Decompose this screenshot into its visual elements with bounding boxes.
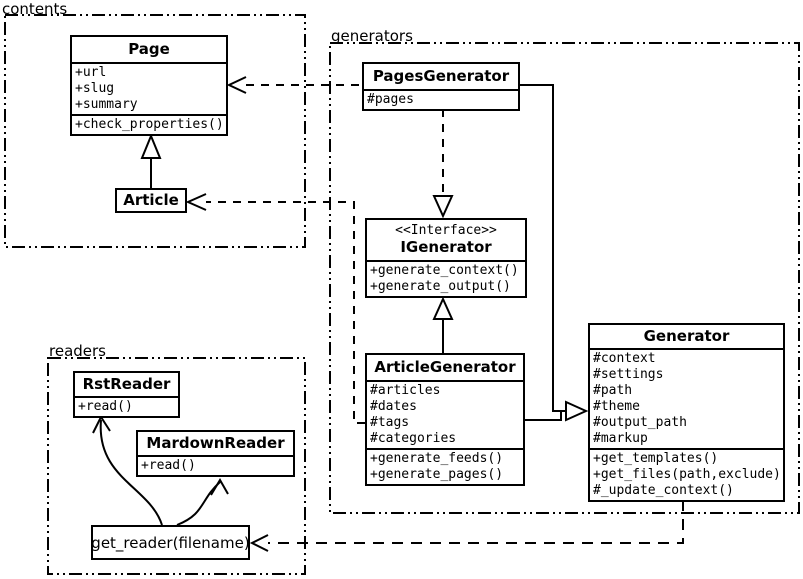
class-igenerator-stereotype: <<Interface>> bbox=[395, 223, 497, 238]
class-rstreader-methods: +read() bbox=[75, 396, 178, 416]
attribute-row: #markup bbox=[593, 431, 648, 446]
class-page-methods: +check_properties() bbox=[72, 114, 226, 134]
class-page-attributes: +url +slug +summary bbox=[72, 62, 226, 114]
function-box-get-reader-label: get_reader(filename) bbox=[91, 533, 250, 552]
class-generator-title: Generator bbox=[643, 327, 730, 345]
method-row: +read() bbox=[141, 458, 196, 473]
method-row: #_update_context() bbox=[593, 483, 734, 498]
open-arrow-icon bbox=[185, 193, 207, 211]
dependency-articlegenerator-to-article bbox=[185, 193, 365, 424]
package-border-contents bbox=[4, 14, 306, 248]
class-mardownreader: MardownReader +read() bbox=[136, 430, 295, 477]
attribute-row: +url bbox=[75, 65, 107, 80]
class-igenerator: <<Interface>> IGenerator +generate_conte… bbox=[365, 218, 527, 298]
call-getreader-to-mardownreader bbox=[176, 478, 229, 526]
class-page: Page +url +slug +summary +check_properti… bbox=[70, 35, 228, 136]
class-igenerator-header: <<Interface>> IGenerator bbox=[367, 220, 525, 260]
attribute-row: #dates bbox=[370, 399, 417, 414]
inheritance-articlegenerator-to-igenerator bbox=[432, 296, 454, 353]
package-border-readers bbox=[47, 357, 306, 575]
class-rstreader: RstReader +read() bbox=[73, 371, 180, 418]
method-row: +generate_pages() bbox=[370, 467, 504, 482]
class-igenerator-methods: +generate_context() +generate_output() bbox=[367, 260, 525, 296]
hollow-triangle-icon bbox=[432, 195, 454, 219]
method-row: +get_templates() bbox=[593, 451, 719, 466]
class-rstreader-title: RstReader bbox=[82, 375, 171, 393]
inheritance-generators-to-generator bbox=[520, 84, 589, 422]
class-generator: Generator #context #settings #path #them… bbox=[588, 323, 785, 502]
open-arrow-icon bbox=[249, 534, 269, 552]
class-articlegenerator: ArticleGenerator #articles #dates #tags … bbox=[365, 353, 525, 486]
method-row: +generate_feeds() bbox=[370, 451, 504, 466]
attribute-row: #context bbox=[593, 351, 656, 366]
class-mardownreader-methods: +read() bbox=[138, 455, 293, 475]
class-generator-methods: +get_templates() +get_files(path,exclude… bbox=[590, 448, 783, 500]
class-mardownreader-title: MardownReader bbox=[146, 434, 285, 452]
method-row: +read() bbox=[78, 399, 133, 414]
attribute-row: #theme bbox=[593, 399, 640, 414]
attribute-row: #output_path bbox=[593, 415, 687, 430]
class-pagesgenerator-attributes: #pages bbox=[364, 89, 518, 109]
inheritance-article-to-page bbox=[140, 133, 162, 188]
attribute-row: #settings bbox=[593, 367, 664, 382]
class-articlegenerator-methods: +generate_feeds() +generate_pages() bbox=[367, 448, 523, 484]
attribute-row: +summary bbox=[75, 97, 138, 112]
attribute-row: #tags bbox=[370, 415, 410, 430]
attribute-row: +slug bbox=[75, 81, 115, 96]
attribute-row: #categories bbox=[370, 431, 457, 446]
attribute-row: #articles bbox=[370, 383, 441, 398]
method-row: +generate_output() bbox=[370, 279, 511, 294]
attribute-row: #pages bbox=[367, 92, 414, 107]
hollow-triangle-icon bbox=[432, 296, 454, 320]
dependency-pagesgenerator-to-page bbox=[226, 76, 362, 94]
open-arrow-icon bbox=[226, 76, 247, 94]
class-igenerator-title: IGenerator bbox=[400, 238, 492, 256]
dependency-generator-to-getreader bbox=[249, 500, 684, 552]
attribute-row: #path bbox=[593, 383, 633, 398]
class-generator-attributes: #context #settings #path #theme #output_… bbox=[590, 348, 783, 448]
package-label-generators: generators bbox=[331, 27, 413, 45]
package-label-readers: readers bbox=[49, 342, 106, 360]
method-row: +get_files(path,exclude) bbox=[593, 467, 781, 482]
class-articlegenerator-title: ArticleGenerator bbox=[374, 358, 516, 376]
class-articlegenerator-attributes: #articles #dates #tags #categories bbox=[367, 380, 523, 448]
class-article-title: Article bbox=[123, 191, 179, 209]
method-row: +check_properties() bbox=[75, 117, 224, 132]
class-page-title: Page bbox=[128, 40, 170, 58]
function-box-get-reader: get_reader(filename) bbox=[91, 525, 250, 560]
package-border-generators bbox=[329, 42, 800, 514]
hollow-triangle-icon bbox=[140, 133, 162, 159]
class-article: Article bbox=[115, 188, 187, 213]
realization-pagesgenerator-to-igenerator bbox=[432, 109, 454, 219]
open-arrow-icon bbox=[210, 478, 229, 496]
class-pagesgenerator-title: PagesGenerator bbox=[372, 67, 510, 85]
method-row: +generate_context() bbox=[370, 263, 519, 278]
package-label-contents: contents bbox=[2, 0, 68, 18]
hollow-triangle-icon bbox=[565, 400, 589, 422]
class-pagesgenerator: PagesGenerator #pages bbox=[362, 62, 520, 111]
